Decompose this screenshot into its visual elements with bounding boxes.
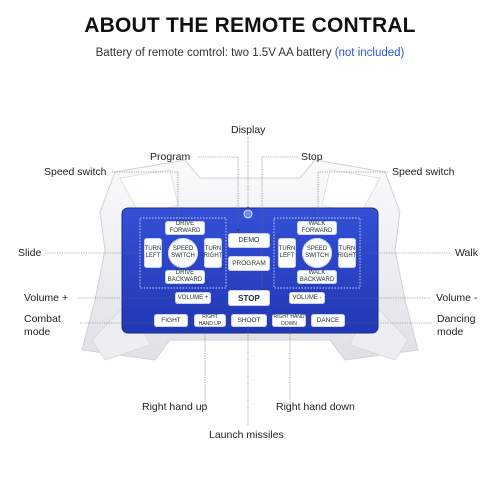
callout-walk: Walk (455, 247, 478, 259)
turn-left-button[interactable]: TURN LEFT (144, 238, 162, 268)
walk-forward-button[interactable]: WALK FORWARD (297, 221, 337, 235)
walk-turn-left-button[interactable]: TURN LEFT (278, 238, 296, 268)
turn-right-button[interactable]: TURN RIGHT (204, 238, 222, 268)
volume-plus-label: VOLUME + (177, 294, 209, 301)
callout-launch-missiles: Launch missiles (209, 429, 284, 441)
stop-button[interactable]: STOP (228, 290, 270, 306)
walk-turn-left-label: TURN LEFT (278, 246, 296, 259)
right-hand-down-label: RIGHT HAND DOWN (273, 313, 305, 327)
callout-right-hand-up: Right hand up (142, 401, 208, 413)
battery-note: Battery of remote comtrol: two 1.5V AA b… (0, 47, 500, 59)
shoot-label: SHOOT (237, 317, 261, 324)
walk-backward-label: WALK BACKWARD (299, 270, 335, 283)
callout-stop: Stop (301, 151, 323, 163)
demo-button[interactable]: DEMO (228, 233, 270, 248)
turn-right-label: TURN RIGHT (203, 246, 223, 259)
callout-program: Program (150, 151, 191, 163)
dance-label: DANCE (316, 317, 340, 324)
right-hand-up-button[interactable]: RIGHT HAND UP (194, 314, 226, 327)
right-hand-down-button[interactable]: RIGHT HAND DOWN (272, 314, 306, 327)
walk-forward-label: WALK FORWARD (301, 221, 333, 234)
dance-button[interactable]: DANCE (311, 314, 345, 327)
speed-switch-left-button[interactable]: SPEED SWITCH (168, 238, 198, 268)
callout-dancing-mode: Dancing mode (437, 313, 476, 338)
drive-backward-button[interactable]: DRIVE BACKWARD (165, 270, 205, 284)
program-button[interactable]: PROGRAM (228, 256, 270, 271)
shoot-button[interactable]: SHOOT (231, 314, 267, 327)
walk-turn-right-label: TURN RIGHT (337, 246, 357, 259)
page-title: ABOUT THE REMOTE CONTRAL (84, 14, 416, 37)
program-label: PROGRAM (232, 260, 266, 267)
stop-label: STOP (238, 293, 260, 303)
speed-switch-right-label: SPEED SWITCH (305, 246, 329, 259)
volume-plus-button[interactable]: VOLUME + (175, 292, 211, 304)
walk-turn-right-button[interactable]: TURN RIGHT (338, 238, 356, 268)
walk-backward-button[interactable]: WALK BACKWARD (297, 270, 337, 284)
right-hand-up-label: RIGHT HAND UP (198, 313, 222, 327)
callout-speed-switch-left: Speed switch (44, 166, 107, 178)
fight-button[interactable]: FIGHT (154, 314, 188, 327)
drive-forward-button[interactable]: DRIVE FORWARD (165, 221, 205, 235)
not-included-note: (not included) (334, 47, 405, 59)
volume-minus-label: VOLUME - (292, 294, 322, 301)
speed-switch-right-button[interactable]: SPEED SWITCH (302, 238, 332, 268)
callout-volume-plus: Volume + (24, 292, 69, 304)
fight-label: FIGHT (161, 317, 181, 324)
callout-display: Display (231, 124, 266, 136)
callout-combat-mode: Combat mode (24, 313, 61, 338)
drive-backward-label: DRIVE BACKWARD (167, 270, 203, 283)
callout-right-hand-down: Right hand down (276, 401, 355, 413)
battery-text: Battery of remote comtrol: two 1.5V AA b… (95, 47, 332, 59)
volume-minus-button[interactable]: VOLUME - (289, 292, 325, 304)
speed-switch-left-label: SPEED SWITCH (171, 246, 195, 259)
callout-volume-minus: Volume - (436, 292, 478, 304)
callout-slide: Slide (18, 247, 42, 259)
demo-label: DEMO (238, 237, 260, 244)
callout-speed-switch-right: Speed switch (392, 166, 455, 178)
turn-left-label: TURN LEFT (144, 246, 162, 259)
display-sensor (243, 209, 253, 219)
drive-forward-label: DRIVE FORWARD (169, 221, 201, 234)
